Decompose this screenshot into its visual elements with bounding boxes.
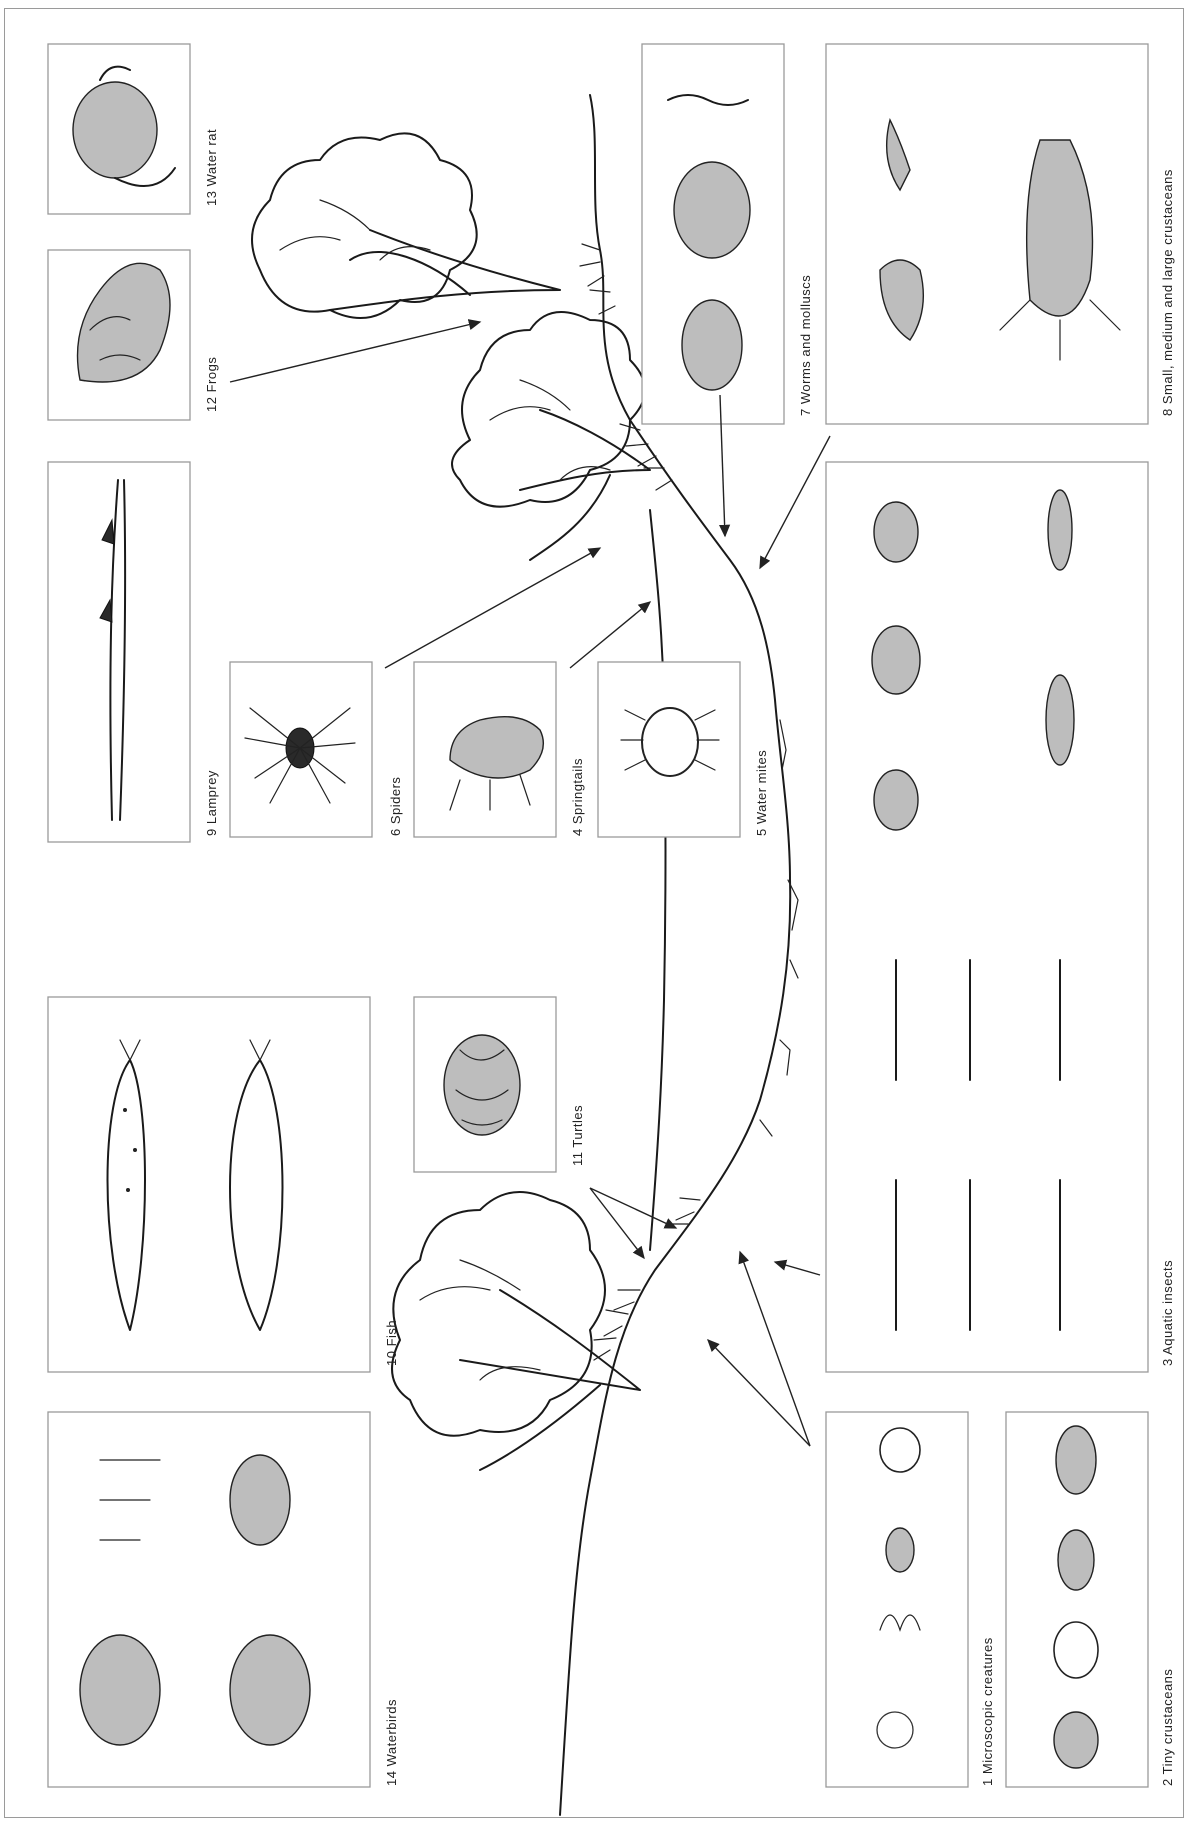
- water-surface-line: [650, 510, 666, 1250]
- box-tiny-crustaceans: [1006, 1412, 1148, 1787]
- label-springtails: 4 Springtails: [570, 758, 585, 836]
- label-water-mites: 5 Water mites: [754, 750, 769, 836]
- label-worms-molluscs: 7 Worms and molluscs: [798, 275, 813, 416]
- box-fish: [48, 997, 370, 1372]
- label-aquatic-insects: 3 Aquatic insects: [1160, 1260, 1175, 1366]
- box-springtails: [414, 662, 556, 837]
- label-lamprey: 9 Lamprey: [204, 770, 219, 836]
- label-water-rat: 13 Water rat: [204, 129, 219, 206]
- label-tiny-crustaceans: 2 Tiny crustaceans: [1160, 1669, 1175, 1786]
- label-microscopic-creatures: 1 Microscopic creatures: [980, 1637, 995, 1786]
- box-turtles: [414, 997, 556, 1172]
- box-spiders: [230, 662, 372, 837]
- tree-top-right: [252, 133, 560, 318]
- box-waterbirds: [48, 1412, 370, 1787]
- label-fish: 10 Fish: [384, 1320, 399, 1366]
- label-waterbirds: 14 Waterbirds: [384, 1699, 399, 1786]
- box-microscopic-creatures: [826, 1412, 968, 1787]
- box-worms-molluscs: [642, 44, 784, 424]
- box-crustaceans-large: [826, 44, 1148, 424]
- box-lamprey: [48, 462, 190, 842]
- label-crustaceans-large: 8 Small, medium and large crustaceans: [1160, 169, 1175, 416]
- box-water-rat: [48, 44, 190, 214]
- label-spiders: 6 Spiders: [388, 777, 403, 836]
- tree-lower-left: [392, 1192, 640, 1470]
- label-turtles: 11 Turtles: [570, 1105, 585, 1166]
- label-frogs: 12 Frogs: [204, 357, 219, 412]
- box-water-mites: [598, 662, 740, 837]
- box-frogs: [48, 250, 190, 420]
- tree-middle-right: [452, 312, 650, 560]
- box-aquatic-insects: [826, 462, 1148, 1372]
